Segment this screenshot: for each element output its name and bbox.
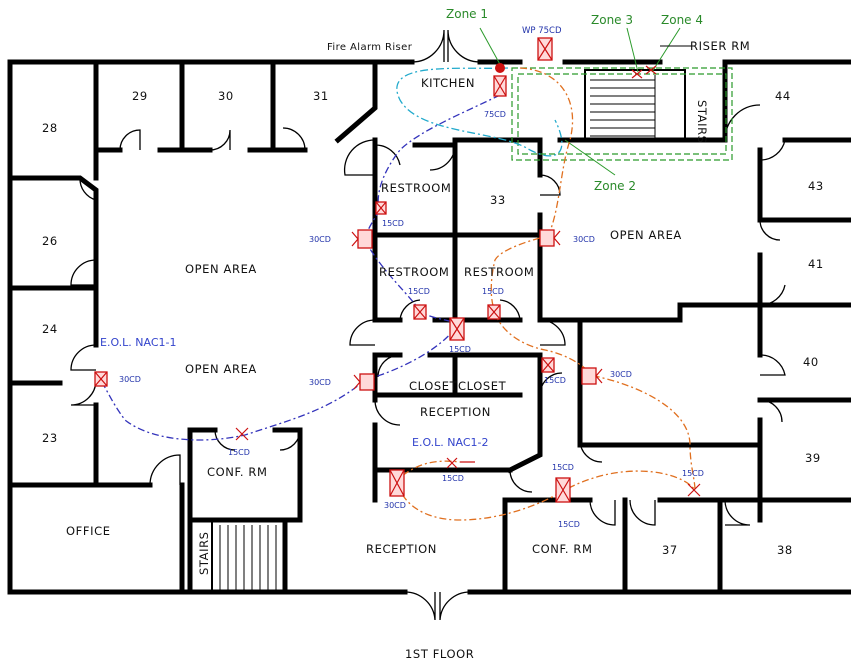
room-28: 28 (42, 121, 58, 135)
room-restroom-1: RESTROOM (381, 181, 451, 195)
horn-strobe-icon-corridor (449, 317, 465, 341)
room-riser: RISER RM (690, 39, 750, 53)
room-23: 23 (42, 431, 58, 445)
cd-eol1: 30CD (119, 375, 141, 384)
room-office: OFFICE (66, 524, 111, 538)
horn-strobe-icon-hall (581, 367, 603, 385)
cd-corridor: 15CD (449, 345, 471, 354)
room-44: 44 (775, 89, 791, 103)
room-kitchen: KITCHEN (421, 76, 475, 90)
cd-restroom2: 15CD (408, 287, 430, 296)
room-31: 31 (313, 89, 329, 103)
room-reception-bottom: RECEPTION (366, 542, 437, 556)
room-stairs-bottom: STAIRS (197, 531, 211, 575)
room-closet-1: CLOSET (409, 379, 458, 393)
cd-hall: 30CD (610, 370, 632, 379)
walls (7, 59, 851, 595)
cd-conf: 15CD (228, 448, 250, 457)
strobe-icon-zone3 (631, 69, 643, 79)
room-29: 29 (132, 89, 148, 103)
room-closet-2: CLOSET (458, 379, 507, 393)
strobe-icon-conf (235, 427, 249, 441)
cd-kitchen: 75CD (484, 110, 506, 119)
stairs (211, 69, 686, 593)
eol-resistor-icon-nac1 (94, 371, 108, 387)
cd-confr-b: 15CD (558, 520, 580, 529)
horn-strobe-icon-openarea-right (539, 229, 561, 247)
zone-2-label: Zone 2 (594, 179, 636, 193)
eol-nac1-label: E.O.L. NAC1-1 (100, 336, 176, 349)
strobe-icon-restroom2 (413, 304, 427, 320)
room-26: 26 (42, 234, 58, 248)
zone-4-label: Zone 4 (661, 13, 703, 27)
eol-nac2-label: E.O.L. NAC1-2 (412, 436, 488, 449)
room-open-area-right: OPEN AREA (610, 228, 682, 242)
room-38: 38 (777, 543, 793, 557)
room-40: 40 (803, 355, 819, 369)
strobe-icon-zone4 (645, 65, 657, 75)
room-43: 43 (808, 179, 824, 193)
room-restroom-2: RESTROOM (379, 265, 449, 279)
room-24: 24 (42, 322, 58, 336)
horn-strobe-icon-openarea-b (353, 373, 375, 391)
labels: Zone 1 Zone 2 Zone 3 Zone 4 Fire Alarm R… (42, 7, 824, 659)
zone-3-label: Zone 3 (591, 13, 633, 27)
doors (70, 29, 786, 621)
room-33: 33 (490, 193, 506, 207)
devices (94, 37, 701, 503)
cd-r37: 15CD (682, 469, 704, 478)
zone-1-label: Zone 1 (446, 7, 488, 21)
cd-restroom1: 15CD (382, 219, 404, 228)
room-conf-rm-left: CONF. RM (207, 465, 267, 479)
cd-eol2: 15CD (442, 474, 464, 483)
strobe-icon-closet (541, 357, 555, 373)
room-open-area-left: OPEN AREA (185, 262, 257, 276)
strobe-icon-restroom1 (375, 201, 387, 215)
cd-confr-a: 15CD (552, 463, 574, 472)
fire-alarm-control-icon (495, 63, 505, 73)
zone-boundaries (479, 27, 733, 176)
room-37: 37 (662, 543, 678, 557)
cd-openarea-b: 30CD (309, 378, 331, 387)
weatherproof-horn-strobe-icon (537, 37, 553, 61)
floor-title: 1ST FLOOR (405, 647, 474, 659)
horn-strobe-icon-confr (555, 477, 571, 503)
cd-reception: 30CD (384, 501, 406, 510)
eol-resistor-icon-nac2 (446, 457, 475, 469)
room-39: 39 (805, 451, 821, 465)
cd-restroom3: 15CD (482, 287, 504, 296)
room-conf-rm-right: CONF. RM (532, 542, 592, 556)
strobe-icon-restroom3 (487, 304, 501, 320)
room-open-area-lower: OPEN AREA (185, 362, 257, 376)
room-reception-mid: RECEPTION (420, 405, 491, 419)
room-stairs-top: STAIRS (695, 100, 709, 144)
cd-openarea-right: 30CD (573, 235, 595, 244)
cd-openarea-a: 30CD (309, 235, 331, 244)
riser-label: Fire Alarm Riser (327, 42, 413, 53)
wp-label: WP 75CD (522, 26, 562, 36)
horn-strobe-icon-reception (389, 469, 405, 497)
strobe-icon-r37 (687, 483, 701, 497)
horn-strobe-icon-kitchen (493, 75, 507, 97)
room-restroom-3: RESTROOM (464, 265, 534, 279)
room-30: 30 (218, 89, 234, 103)
horn-strobe-icon-openarea-a (351, 229, 373, 249)
cd-closet: 15CD (544, 376, 566, 385)
room-41: 41 (808, 257, 824, 271)
